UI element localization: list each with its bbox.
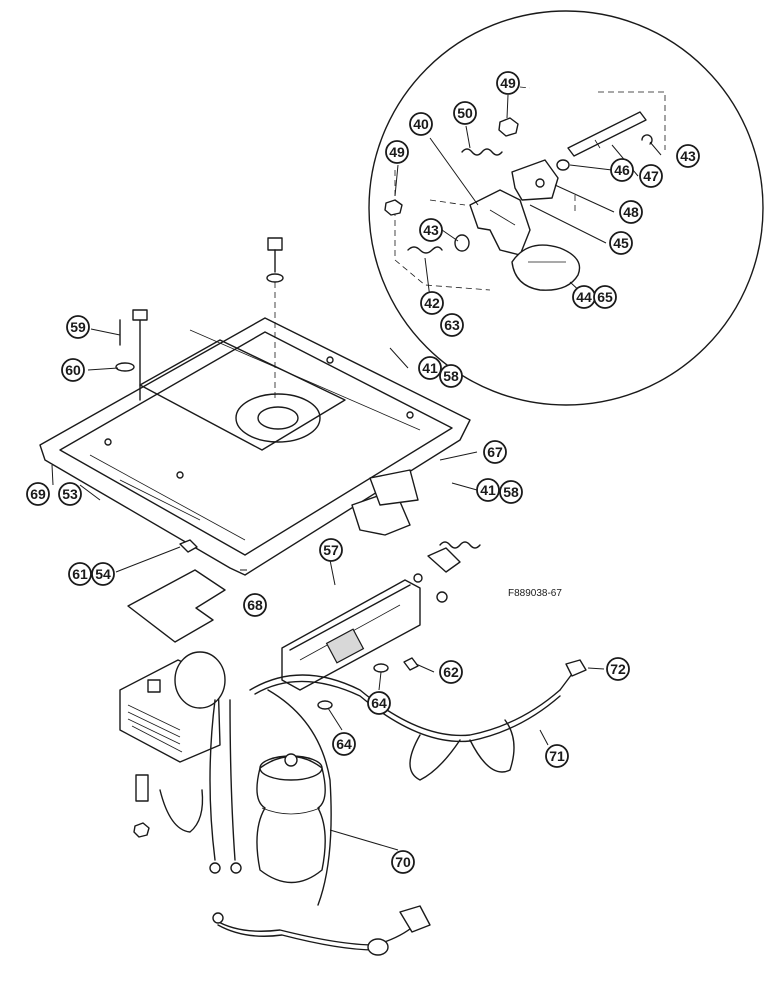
air-compressor bbox=[119, 651, 226, 763]
svg-text:42: 42 bbox=[424, 295, 440, 311]
svg-text:67: 67 bbox=[487, 444, 503, 460]
callout-61: 61 bbox=[68, 562, 92, 586]
svg-text:41: 41 bbox=[422, 360, 438, 376]
seat-mounting-plate bbox=[39, 317, 471, 576]
lever-bracket bbox=[511, 159, 559, 201]
detail-view bbox=[368, 10, 764, 406]
drawing-reference: F889038-67 bbox=[508, 588, 562, 599]
svg-text:43: 43 bbox=[423, 222, 439, 238]
callout-58: 58 bbox=[499, 480, 523, 504]
callout-labels: 40 41 58 41 58 42 63 43 43 44 65 45 46 4… bbox=[26, 71, 700, 874]
svg-text:71: 71 bbox=[549, 748, 565, 764]
mounting-strap bbox=[159, 789, 204, 833]
svg-text:49: 49 bbox=[500, 75, 516, 91]
svg-text:43: 43 bbox=[680, 148, 696, 164]
callout-44: 44 bbox=[572, 285, 596, 309]
callout-54: 54 bbox=[91, 562, 115, 586]
callout-50: 50 bbox=[453, 101, 477, 125]
detail-circle bbox=[368, 10, 764, 406]
svg-text:65: 65 bbox=[597, 289, 613, 305]
svg-text:64: 64 bbox=[336, 736, 352, 752]
svg-text:45: 45 bbox=[613, 235, 629, 251]
callout-62: 62 bbox=[439, 660, 463, 684]
svg-text:68: 68 bbox=[247, 597, 263, 613]
callout-70: 70 bbox=[391, 850, 415, 874]
callout-41: 41 bbox=[418, 356, 442, 380]
svg-text:50: 50 bbox=[457, 105, 473, 121]
callout-60: 60 bbox=[61, 358, 85, 382]
callout-53: 53 bbox=[58, 482, 82, 506]
callout-49: 49 bbox=[496, 71, 520, 95]
svg-text:62: 62 bbox=[443, 664, 459, 680]
svg-text:41: 41 bbox=[480, 482, 496, 498]
hose-connector bbox=[565, 659, 587, 677]
shaft bbox=[567, 111, 647, 157]
air-spring-bellows bbox=[256, 753, 326, 884]
callout-59: 59 bbox=[66, 315, 90, 339]
callout-69: 69 bbox=[26, 482, 50, 506]
callout-46: 46 bbox=[610, 158, 634, 182]
slide-rail-assembly bbox=[281, 579, 421, 691]
svg-text:70: 70 bbox=[395, 854, 411, 870]
svg-text:69: 69 bbox=[30, 486, 46, 502]
svg-text:58: 58 bbox=[443, 368, 459, 384]
svg-text:54: 54 bbox=[95, 566, 111, 582]
callout-64: 64 bbox=[367, 691, 391, 715]
lever-mechanism bbox=[351, 469, 419, 536]
svg-text:58: 58 bbox=[503, 484, 519, 500]
callout-45: 45 bbox=[609, 231, 633, 255]
callout-57: 57 bbox=[319, 538, 343, 562]
top-bolt bbox=[266, 237, 284, 400]
callout-40: 40 bbox=[409, 112, 433, 136]
callout-71: 71 bbox=[545, 744, 569, 768]
callout-42: 42 bbox=[420, 291, 444, 315]
spacer bbox=[135, 774, 149, 802]
svg-text:49: 49 bbox=[389, 144, 405, 160]
callout-65: 65 bbox=[593, 285, 617, 309]
callout-58: 58 bbox=[439, 364, 463, 388]
svg-text:72: 72 bbox=[610, 661, 626, 677]
svg-text:53: 53 bbox=[62, 486, 78, 502]
callout-68: 68 bbox=[243, 593, 267, 617]
latch-plate bbox=[427, 547, 461, 573]
wiring-harness bbox=[212, 905, 431, 956]
callout-63: 63 bbox=[440, 313, 464, 337]
svg-text:60: 60 bbox=[65, 362, 81, 378]
svg-text:59: 59 bbox=[70, 319, 86, 335]
handle-knob bbox=[511, 244, 581, 291]
insulation-pad bbox=[127, 569, 226, 643]
callout-72: 72 bbox=[606, 657, 630, 681]
svg-text:47: 47 bbox=[643, 168, 659, 184]
svg-text:48: 48 bbox=[623, 204, 639, 220]
svg-text:57: 57 bbox=[323, 542, 339, 558]
callout-47: 47 bbox=[639, 164, 663, 188]
svg-text:63: 63 bbox=[444, 317, 460, 333]
callout-49: 49 bbox=[385, 140, 409, 164]
bolt bbox=[115, 309, 148, 401]
callout-43: 43 bbox=[676, 144, 700, 168]
callout-43: 43 bbox=[419, 218, 443, 242]
callout-64: 64 bbox=[332, 732, 356, 756]
svg-text:64: 64 bbox=[371, 695, 387, 711]
lever bbox=[469, 189, 531, 256]
callout-48: 48 bbox=[619, 200, 643, 224]
tension-spring bbox=[439, 541, 481, 549]
svg-text:61: 61 bbox=[72, 566, 88, 582]
callout-41: 41 bbox=[476, 478, 500, 502]
svg-text:44: 44 bbox=[576, 289, 592, 305]
svg-text:40: 40 bbox=[413, 116, 429, 132]
svg-text:46: 46 bbox=[614, 162, 630, 178]
callout-67: 67 bbox=[483, 440, 507, 464]
